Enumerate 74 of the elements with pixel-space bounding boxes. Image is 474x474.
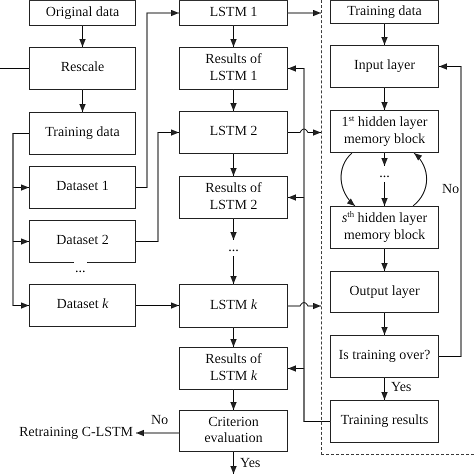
dashed-frame (321, 0, 474, 455)
arrow (79, 26, 86, 47)
process-box (29, 0, 136, 26)
arrow (136, 10, 179, 188)
outcome-label: Retraining C-LSTM (6, 424, 133, 442)
step-label: Input layer (354, 58, 416, 75)
process-box (29, 166, 136, 209)
arrow (136, 430, 179, 436)
step-label: 1$^{st}$ hidden layer memory block (340, 115, 428, 148)
arrow (230, 26, 237, 47)
step-label: LSTM k (210, 298, 258, 314)
step-label: Output layer (349, 284, 420, 300)
arrow (288, 128, 321, 136)
process-box (29, 112, 136, 155)
step-label: Training data (45, 125, 120, 142)
process-box (330, 271, 439, 313)
arrow (381, 249, 388, 271)
arrow (230, 390, 237, 410)
step-label: Original data (46, 4, 120, 22)
process-box (330, 110, 439, 153)
step-label: Criterion evaluation (203, 414, 264, 448)
arrow (230, 328, 237, 347)
ellipsis: ... (223, 240, 244, 256)
arrow (381, 88, 388, 110)
step-label: Results of LSTM 1 (204, 52, 263, 85)
arrow (136, 302, 179, 309)
arrow (340, 152, 356, 206)
connector-line (0, 68, 29, 70)
arrow (12, 132, 29, 309)
process-box (330, 206, 439, 249)
arrow (288, 10, 321, 16)
arrow (136, 129, 179, 242)
arrow (288, 365, 330, 422)
arrow (381, 378, 388, 400)
arrow (288, 302, 321, 310)
step-label: Rescale (60, 60, 104, 77)
process-box (29, 47, 136, 90)
step-label: Training data (347, 4, 422, 20)
step-label: LSTM 1 (210, 4, 258, 22)
step-label: Results of LSTM k (204, 352, 263, 385)
arrow (381, 24, 388, 45)
process-box (330, 0, 439, 24)
process-box (179, 111, 288, 154)
step-label: Dataset k (56, 297, 108, 314)
step-label: Training results (340, 413, 428, 430)
process-box (330, 400, 439, 443)
arrow (230, 90, 237, 111)
arrow (381, 153, 388, 166)
step-label: s$^{th}$ hidden layer memory block (340, 211, 428, 244)
arrow (439, 63, 462, 358)
process-box (29, 284, 136, 327)
step-label: Dataset 2 (56, 233, 109, 250)
process-box (179, 0, 288, 26)
arrow (412, 152, 428, 206)
ellipsis: ... (374, 166, 395, 182)
arrow (79, 90, 86, 112)
process-box (330, 45, 439, 88)
process-box (179, 176, 288, 219)
step-label: Results of LSTM 2 (204, 181, 263, 214)
process-box (179, 47, 288, 90)
arrow (381, 182, 388, 206)
process-box (179, 284, 288, 328)
arrow (230, 154, 237, 176)
process-box (179, 410, 288, 452)
step-label: LSTM 2 (210, 124, 258, 141)
arrow (381, 313, 388, 335)
arrow (230, 256, 237, 284)
process-box (179, 347, 288, 390)
step-label: Is training over? (338, 348, 430, 365)
process-box (29, 220, 136, 263)
arrow (230, 219, 237, 240)
arrow (230, 452, 237, 474)
step-label: Dataset 1 (56, 179, 109, 196)
process-box (330, 335, 439, 378)
